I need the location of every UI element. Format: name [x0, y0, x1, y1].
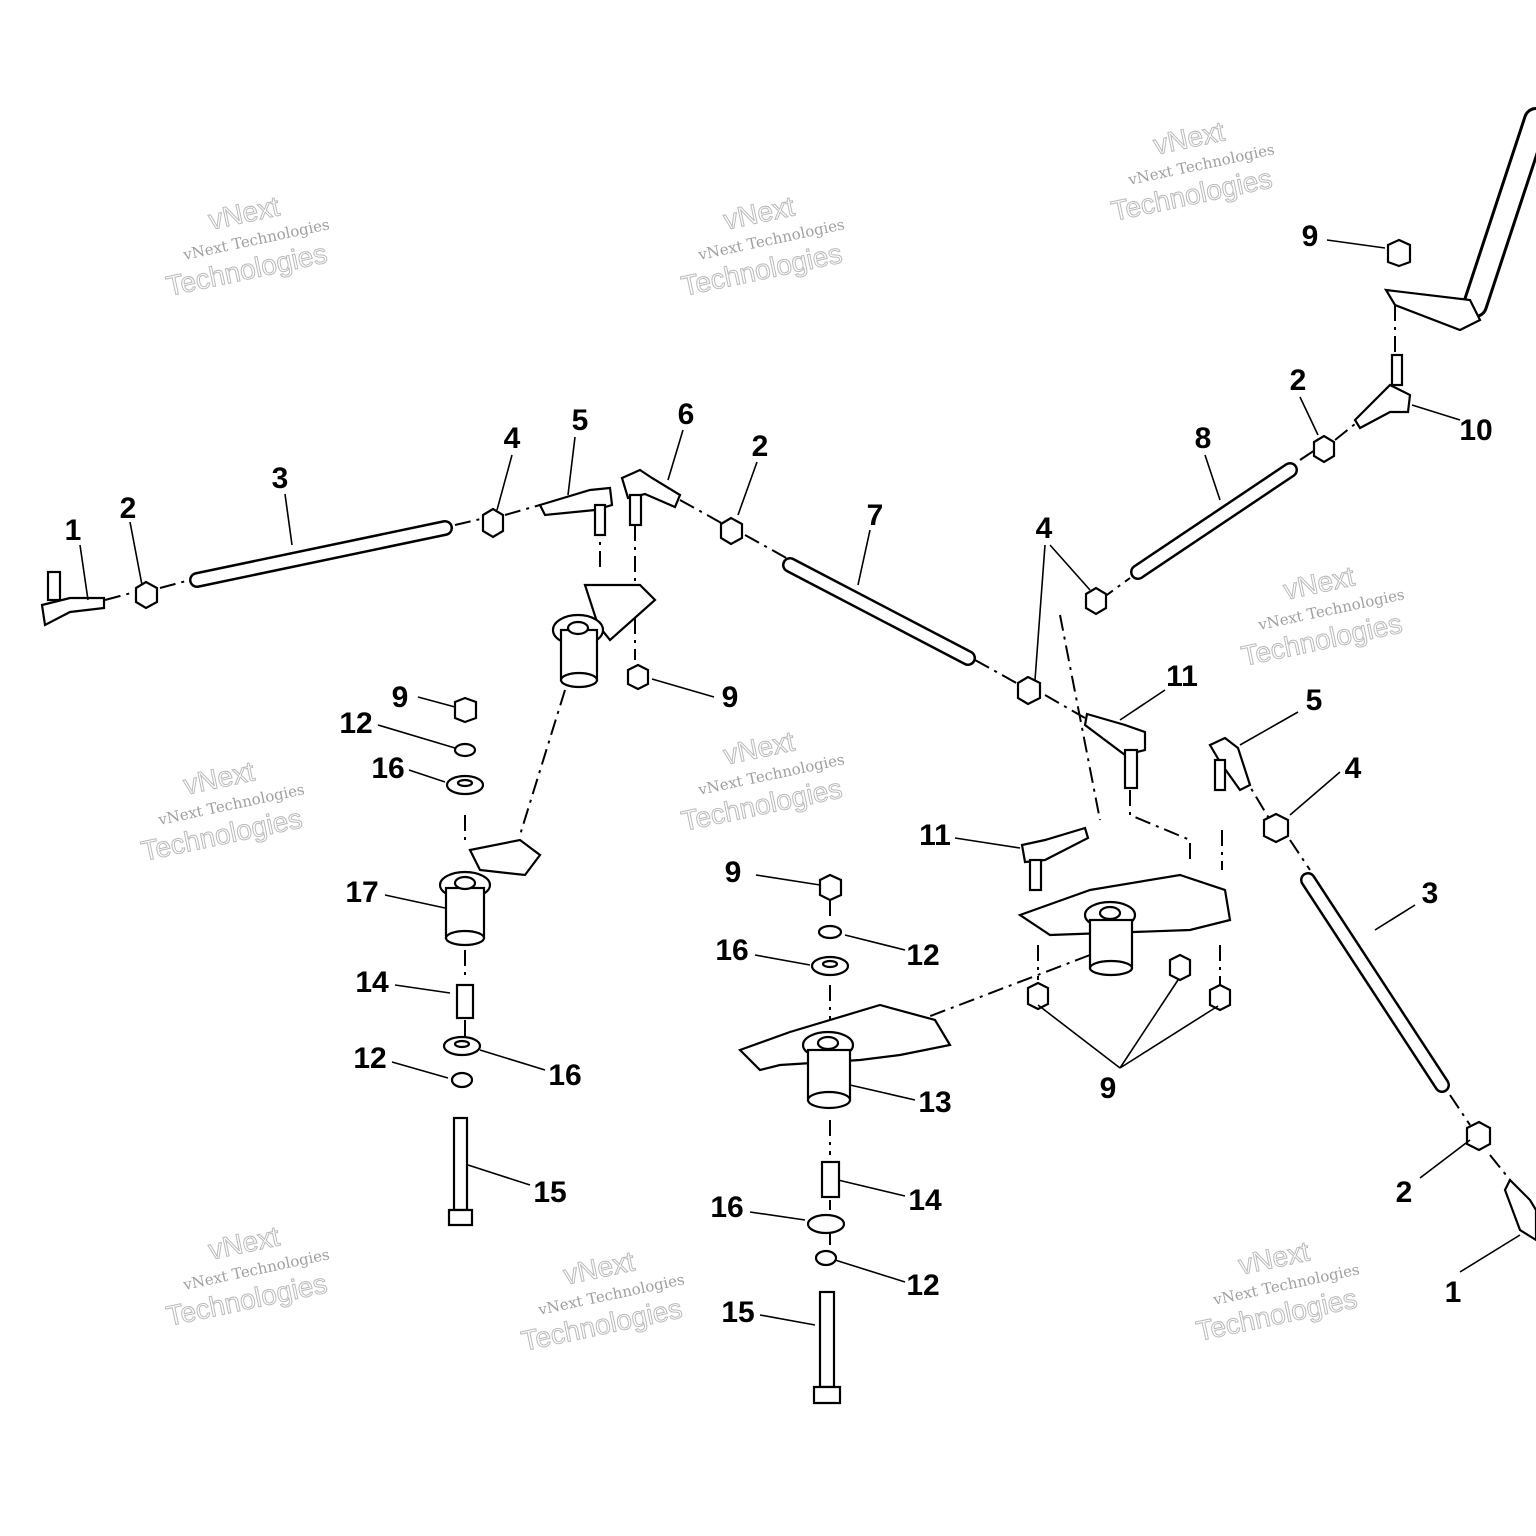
- callout: 1: [65, 514, 82, 547]
- leader-lines: [79, 239, 1521, 1326]
- callout: 2: [752, 430, 769, 463]
- watermark: vNext vNext Technologies Technologies: [163, 190, 331, 302]
- callout: 16: [715, 934, 748, 967]
- callout: 12: [353, 1042, 386, 1075]
- steering-arms: [438, 583, 1232, 1110]
- watermark: vNext vNext Technologies Technologies: [163, 1220, 331, 1332]
- callout: 16: [548, 1059, 581, 1092]
- callout: 1: [1445, 1276, 1462, 1309]
- callout: 12: [906, 1269, 939, 1302]
- callout: 6: [678, 398, 695, 431]
- callout: 14: [355, 966, 389, 999]
- callout: 15: [533, 1176, 566, 1209]
- callout: 5: [572, 404, 589, 437]
- watermark: vNext vNext Technologies Technologies: [678, 190, 846, 302]
- callout: 13: [918, 1086, 951, 1119]
- callout: 2: [120, 492, 137, 525]
- callout: 16: [371, 752, 404, 785]
- callout: 16: [710, 1191, 743, 1224]
- callout: 9: [392, 681, 409, 714]
- callout: 7: [867, 499, 884, 532]
- watermark: vNext vNext Technologies Technologies: [138, 755, 306, 867]
- ball-joints: [40, 288, 1536, 1242]
- callout: 9: [1302, 220, 1319, 253]
- callout: 4: [504, 422, 521, 455]
- callout: 4: [1036, 512, 1053, 545]
- tie-rods: [189, 107, 1536, 1093]
- callout: 12: [906, 939, 939, 972]
- callout: 10: [1459, 414, 1492, 447]
- callout: 4: [1345, 752, 1362, 785]
- callout: 12: [339, 707, 372, 740]
- callout: 3: [1422, 877, 1439, 910]
- callouts: 1 2 3 4 5 6 2 7 8 4 9 2 10 9 9 12 16 11 …: [65, 220, 1493, 1329]
- callout: 11: [1166, 660, 1198, 693]
- watermarks: vNext vNext Technologies Technologies vN…: [138, 115, 1406, 1357]
- callout: 9: [722, 681, 739, 714]
- callout: 9: [725, 856, 742, 889]
- watermark: vNext vNext Technologies Technologies: [1238, 560, 1406, 672]
- callout: 17: [345, 876, 378, 909]
- washers-bushings-bolts: [442, 742, 850, 1405]
- watermark: vNext vNext Technologies Technologies: [518, 1245, 686, 1357]
- watermark: vNext vNext Technologies Technologies: [1193, 1235, 1361, 1347]
- nuts: [134, 238, 1492, 1152]
- callout: 14: [908, 1184, 942, 1217]
- callout: 5: [1306, 684, 1323, 717]
- callout: 2: [1290, 364, 1307, 397]
- callout: 2: [1396, 1176, 1413, 1209]
- callout: 3: [272, 462, 289, 495]
- callout: 11: [919, 819, 951, 852]
- callout: 15: [721, 1296, 754, 1329]
- watermark: vNext vNext Technologies Technologies: [1108, 115, 1276, 227]
- callout: 8: [1195, 422, 1212, 455]
- callout: 9: [1100, 1072, 1117, 1105]
- watermark: vNext vNext Technologies Technologies: [678, 725, 846, 837]
